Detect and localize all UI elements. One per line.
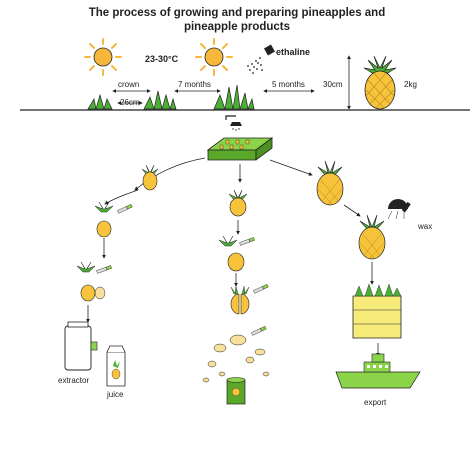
pineapple-body <box>227 252 245 272</box>
process-diagram: The process of growing and preparing pin… <box>20 7 470 407</box>
spray-icon <box>247 44 275 74</box>
crate-icon <box>352 283 402 339</box>
ethaline-label: ethaline <box>276 47 311 57</box>
width-label: 26cm <box>120 98 140 107</box>
pineapple-large <box>316 160 344 206</box>
knife-icon <box>253 284 269 294</box>
title-line-2: pineapple products <box>183 21 291 33</box>
jar-icon <box>64 321 98 371</box>
pineapple-slices <box>202 334 270 383</box>
title-line-1: The process of growing and preparing pin… <box>88 7 386 19</box>
diagram-art <box>20 38 470 405</box>
pineapple-halved <box>230 285 250 315</box>
pineapple-small <box>141 164 159 191</box>
wax-label: wax <box>418 222 433 231</box>
pineapple-peeled <box>80 284 106 302</box>
pineapple-small <box>228 189 248 217</box>
pineapple-body <box>96 220 112 238</box>
pineapple-waxed <box>358 214 386 260</box>
knife-icon <box>251 326 267 336</box>
pineapple-top-cut <box>76 261 96 273</box>
juice-label: juice <box>107 390 124 399</box>
seven-months-label: 7 months <box>178 80 211 89</box>
extractor-label: extractor <box>58 376 90 385</box>
can-icon <box>226 377 246 405</box>
crown-label: crown <box>118 80 140 89</box>
mature-pineapple <box>363 55 397 110</box>
pineapple-plant-medium <box>143 90 177 111</box>
pineapple-plant-large <box>213 84 255 111</box>
pineapple-plant-small <box>87 93 113 111</box>
shower-icon <box>225 115 242 131</box>
wax-nozzle-icon <box>387 199 411 220</box>
sun-icon <box>84 38 122 76</box>
export-label: export <box>364 398 387 407</box>
height-label: 30cm <box>323 80 343 89</box>
pineapple-top-cut <box>218 235 238 247</box>
weight-label: 2kg <box>404 80 417 89</box>
sun-icon <box>195 38 233 76</box>
seedling-tray <box>206 137 274 161</box>
five-months-label: 5 months <box>272 80 305 89</box>
temperature-label: 23-30°C <box>145 54 179 64</box>
knife-icon <box>239 237 255 246</box>
knife-icon <box>117 204 133 214</box>
pineapple-top-cut <box>94 201 114 213</box>
ship-icon <box>335 353 421 389</box>
knife-icon <box>96 265 112 274</box>
juice-carton-icon <box>106 345 126 387</box>
